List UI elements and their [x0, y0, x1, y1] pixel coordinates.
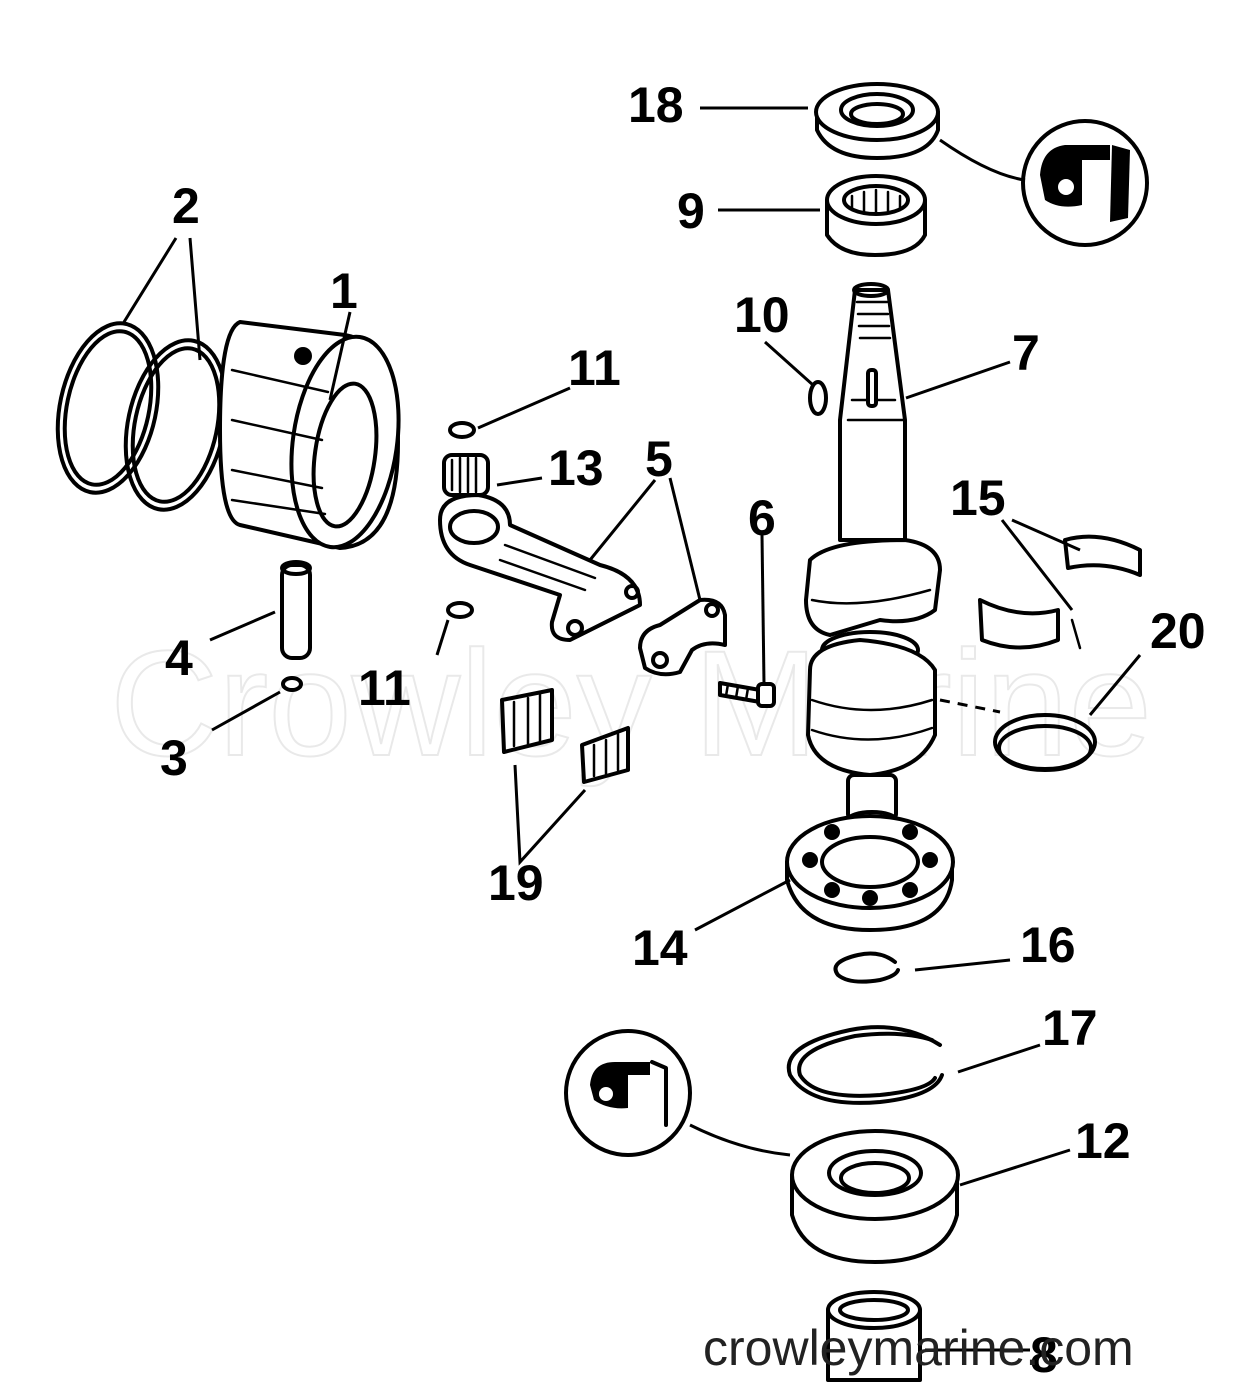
- callout-4: 4: [165, 630, 193, 686]
- callout-19: 19: [488, 855, 544, 911]
- thrust-washer-top: [448, 421, 476, 439]
- callout-6: 6: [748, 490, 776, 546]
- callout-15: 15: [950, 470, 1006, 526]
- callout-20: 20: [1150, 603, 1206, 659]
- callout-9: 9: [677, 183, 705, 239]
- callout-17: 17: [1042, 1000, 1098, 1056]
- lubricant-symbol-lower: [564, 1029, 791, 1157]
- callout-13: 13: [548, 440, 604, 496]
- woodruff-key: [808, 380, 828, 416]
- piston: [218, 320, 401, 550]
- callout-18: 18: [628, 77, 684, 133]
- footer-domain: crowleymarine.com: [703, 1320, 1134, 1376]
- upper-bearing: [825, 174, 927, 257]
- callout-16: 16: [1020, 917, 1076, 973]
- callout-12: 12: [1075, 1113, 1131, 1169]
- pin-retainer: [281, 676, 303, 692]
- callout-1: 1: [330, 263, 358, 319]
- small-retaining-ring: [833, 951, 900, 984]
- callout-11-top: 11: [568, 340, 621, 396]
- ball-bearing: [785, 814, 955, 932]
- callout-7: 7: [1012, 325, 1040, 381]
- callout-8: 8: [1030, 1327, 1058, 1383]
- leader-lines: [122, 106, 1142, 1352]
- thrust-washer-bottom: [446, 601, 474, 619]
- callout-3: 3: [160, 730, 188, 786]
- callout-labels: 2 1 4 3 11 13 5 11 6 10 7 15 20 18 9 19 …: [160, 77, 1206, 1383]
- seal-ring: [939, 698, 1097, 772]
- rod-screw: [718, 681, 776, 708]
- callout-2: 2: [172, 178, 200, 234]
- callout-11-bottom: 11: [358, 660, 411, 716]
- lower-seal: [790, 1129, 960, 1264]
- callout-14: 14: [632, 920, 688, 976]
- main-bearing-halves: [978, 534, 1142, 650]
- callout-10: 10: [734, 287, 790, 343]
- large-retaining-ring: [786, 1025, 944, 1105]
- connecting-rod: [438, 493, 727, 677]
- callout-5: 5: [645, 431, 673, 487]
- upper-seal: [814, 82, 940, 160]
- wrist-pin: [280, 560, 312, 660]
- wrist-pin-bearing: [442, 453, 490, 497]
- crankpin-bearings: [500, 688, 630, 784]
- lubricant-symbol-upper: [939, 119, 1149, 247]
- piston-rings: [55, 321, 229, 512]
- sleeve: [826, 1290, 922, 1382]
- crankshaft: [804, 282, 942, 830]
